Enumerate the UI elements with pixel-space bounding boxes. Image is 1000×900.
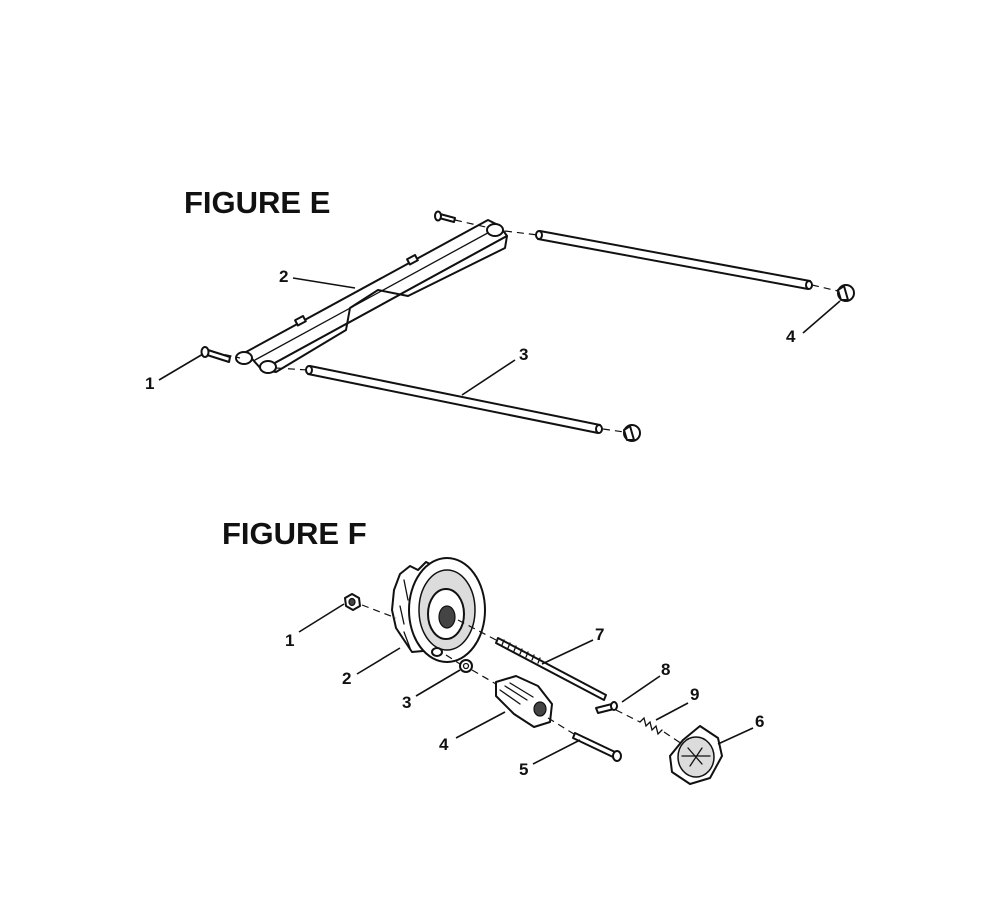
callout-e1: 1	[145, 374, 154, 393]
callout-f7: 7	[595, 625, 604, 644]
callout-f3: 3	[402, 693, 411, 712]
leader-f1	[298, 603, 345, 633]
figure-e-title: FIGURE E	[184, 185, 330, 220]
callout-f1: 1	[285, 631, 294, 650]
leader-e1	[158, 353, 204, 381]
leader-e3	[461, 359, 516, 396]
callout-f6: 6	[755, 712, 764, 731]
callout-f5: 5	[519, 760, 528, 779]
leader-e2	[292, 277, 356, 289]
callout-e2: 2	[279, 267, 288, 286]
rod-lower	[305, 365, 603, 434]
leader-f8	[621, 675, 661, 703]
leader-f9	[655, 702, 689, 721]
leader-f3	[415, 669, 461, 697]
leader-f7	[541, 639, 594, 665]
screw-upper	[434, 210, 456, 223]
leader-f4	[455, 711, 506, 739]
figure-e: FIGURE E	[145, 185, 855, 442]
screw-lower	[200, 346, 231, 363]
bolt	[572, 732, 622, 762]
spring	[639, 716, 663, 736]
lever-knob	[495, 675, 553, 728]
callout-e3: 3	[519, 345, 528, 364]
callout-e4: 4	[786, 327, 796, 346]
callout-f2: 2	[342, 669, 351, 688]
end-cap-lower	[623, 424, 641, 442]
figure-f: FIGURE F	[222, 516, 764, 785]
leader-f6	[717, 727, 754, 745]
leader-f2	[356, 647, 401, 675]
hex-nut	[344, 593, 361, 611]
leader-f5	[532, 739, 581, 765]
callout-f9: 9	[690, 685, 699, 704]
adjustment-wheel	[391, 557, 486, 663]
rail-bracket	[235, 219, 508, 374]
threaded-rod	[495, 637, 607, 701]
callout-f8: 8	[661, 660, 670, 679]
end-cap-upper	[837, 284, 855, 302]
callout-f4: 4	[439, 735, 449, 754]
leader-e4	[802, 300, 841, 334]
pin	[595, 701, 618, 714]
washer	[459, 659, 473, 673]
rod-upper	[535, 230, 813, 290]
figure-f-title: FIGURE F	[222, 516, 367, 551]
cap-knob	[669, 725, 723, 785]
